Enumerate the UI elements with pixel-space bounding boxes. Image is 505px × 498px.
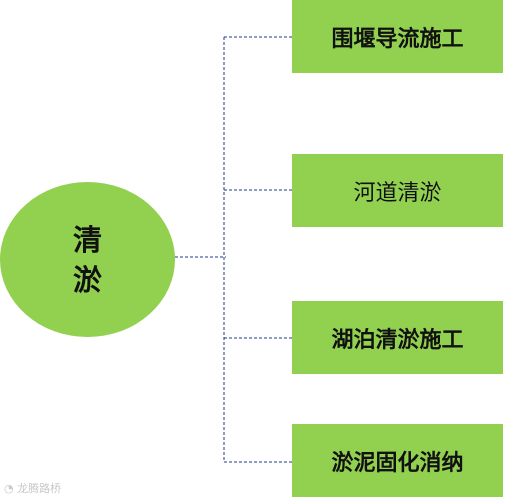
child-node-label-1: 围堰导流施工 [331, 26, 464, 52]
watermark: ◔ 龙腾路桥 [4, 480, 61, 496]
watermark-text: 龙腾路桥 [17, 482, 62, 495]
child-node-3: 湖泊清淤施工 [292, 301, 503, 374]
child-node-1: 围堰导流施工 [292, 0, 503, 73]
root-node-label: 清淤 [72, 222, 102, 297]
child-node-label-2: 河道清淤 [353, 180, 442, 206]
child-node-2: 河道清淤 [292, 154, 503, 227]
child-node-4: 淤泥固化消纳 [292, 424, 503, 497]
weibo-icon: ◔ [4, 482, 14, 495]
root-node: 清淤 [0, 182, 175, 337]
child-node-label-4: 淤泥固化消纳 [331, 450, 464, 476]
child-node-label-3: 湖泊清淤施工 [331, 327, 464, 353]
